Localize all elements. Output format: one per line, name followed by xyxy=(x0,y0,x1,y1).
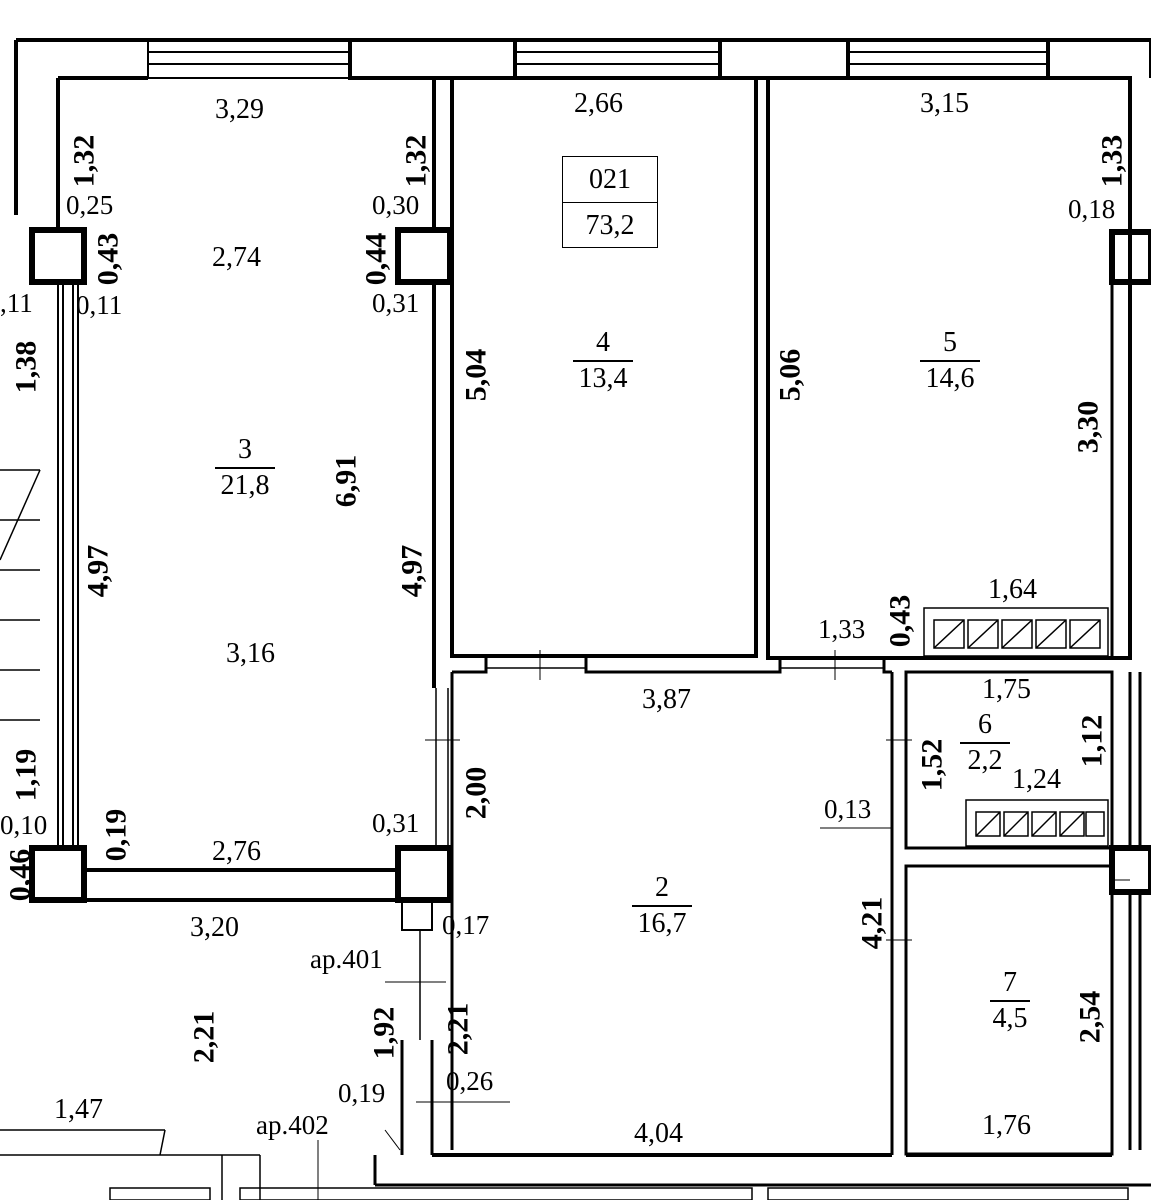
dim-label: ,11 xyxy=(0,288,33,318)
room5-east xyxy=(1110,282,1132,658)
dim-label: 1,47 xyxy=(54,1094,103,1125)
dim-label: 1,33 xyxy=(1095,134,1129,188)
dim-label: 0,19 xyxy=(338,1078,386,1108)
dim-label: 3,87 xyxy=(642,684,691,715)
dim-label: 6,91 xyxy=(329,454,363,508)
dim-label: 2,54 xyxy=(1073,990,1107,1044)
vent-grille-room6 xyxy=(965,799,1109,847)
pier-2 xyxy=(718,38,850,80)
dim-label: 1,33 xyxy=(818,614,866,644)
dim-label: 3,29 xyxy=(215,94,264,125)
column-5 xyxy=(1109,229,1151,285)
dim-label: 5,06 xyxy=(773,348,807,402)
column-3 xyxy=(29,845,87,903)
wall-room2-north xyxy=(450,656,892,1150)
dim-label: 0,18 xyxy=(1068,194,1116,224)
apartment-tag: 021 73,2 xyxy=(562,156,658,248)
dim-label: 4,97 xyxy=(81,544,115,598)
dim-label: 2,21 xyxy=(187,1010,221,1064)
dim-label: 3,16 xyxy=(226,638,275,669)
dim-label: 0,43 xyxy=(91,232,125,286)
dim-label: 1,24 xyxy=(1012,764,1061,795)
dim-label: 0,19 xyxy=(99,808,133,862)
stair-mark-402: ар.402 xyxy=(256,1110,329,1140)
dim-label: 0,26 xyxy=(446,1066,494,1096)
column-2 xyxy=(395,227,453,285)
dim-label: 2,00 xyxy=(459,766,493,820)
column-6 xyxy=(1109,845,1151,895)
window-north-2 xyxy=(514,39,721,79)
apartment-total-area: 73,2 xyxy=(563,202,657,248)
dim-label: 1,64 xyxy=(988,574,1037,605)
dim-label: 0,30 xyxy=(372,190,420,220)
apartment-number: 021 xyxy=(589,164,631,195)
dim-label: 1,32 xyxy=(399,134,433,188)
wall-room3-south xyxy=(84,868,398,902)
dim-label: 0,43 xyxy=(883,594,917,648)
dim-label: 1,76 xyxy=(982,1110,1031,1141)
dim-label: 4,21 xyxy=(855,896,889,950)
dim-label: 0,31 xyxy=(372,808,420,838)
dim-label: 2,21 xyxy=(441,1002,475,1056)
dim-label: 1,52 xyxy=(915,738,949,792)
dim-label: 0,17 xyxy=(442,910,490,940)
room6-walls xyxy=(904,670,1114,850)
stair-mark-401: ар.401 xyxy=(310,944,383,974)
dim-label: 1,32 xyxy=(67,134,101,188)
dim-label: 1,92 xyxy=(367,1006,401,1060)
dim-label: 5,04 xyxy=(459,348,493,402)
dim-label: 3,15 xyxy=(920,88,969,119)
dim-label: 2,74 xyxy=(212,242,261,273)
vent-grille-room5 xyxy=(923,607,1109,657)
room4-walls xyxy=(450,76,758,658)
dim-label: 2,66 xyxy=(574,88,623,119)
dim-label: 3,20 xyxy=(190,912,239,943)
dim-label: 0,13 xyxy=(824,794,872,824)
window-north-1 xyxy=(147,39,351,79)
dim-label: 1,19 xyxy=(9,748,43,802)
pier-1 xyxy=(348,38,517,80)
dim-label: 0,11 xyxy=(76,290,123,320)
dim-label: 0,31 xyxy=(372,288,420,318)
dim-label: 3,30 xyxy=(1071,400,1105,454)
column-1 xyxy=(29,227,87,285)
dim-label: 0,46 xyxy=(3,848,37,902)
stair xyxy=(0,469,1129,1200)
dim-label: 4,97 xyxy=(395,544,429,598)
dim-label: 1,12 xyxy=(1075,714,1109,768)
wall-room3-west xyxy=(57,282,79,848)
dim-label: 0,44 xyxy=(359,232,393,286)
dim-label: 2,76 xyxy=(212,836,261,867)
dim-label: 0,25 xyxy=(66,190,114,220)
column-4 xyxy=(395,845,453,903)
dim-label: 1,38 xyxy=(9,340,43,394)
dim-label: 0,10 xyxy=(0,810,48,840)
wall-room2-east xyxy=(890,672,908,1155)
window-north-3 xyxy=(847,39,1049,79)
dim-label: 1,75 xyxy=(982,674,1031,705)
dim-label: 4,04 xyxy=(634,1118,683,1149)
